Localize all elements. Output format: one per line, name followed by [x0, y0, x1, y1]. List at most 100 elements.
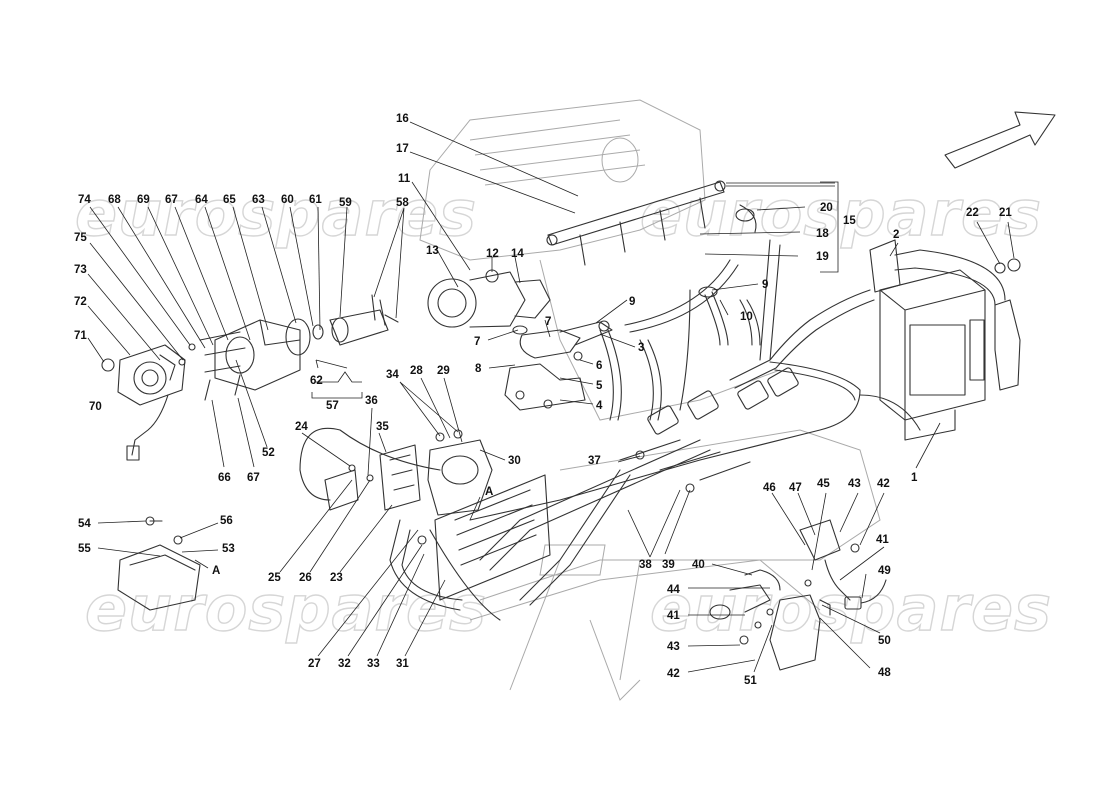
callout-36: 36: [365, 395, 378, 407]
bottom-right-sensors: [709, 519, 887, 671]
callout-41a: 41: [876, 534, 889, 546]
ecu-module: [869, 239, 1021, 441]
ignition-coils: [619, 367, 799, 493]
callout-14: 14: [511, 248, 524, 260]
callout-35: 35: [376, 421, 389, 433]
callout-68: 68: [108, 194, 121, 206]
group-bracket-57: [311, 392, 363, 399]
callout-21: 21: [999, 207, 1012, 219]
callout-12: 12: [486, 248, 499, 260]
callout-52: 52: [262, 447, 275, 459]
callout-34: 34: [386, 369, 399, 381]
callout-69: 69: [137, 194, 150, 206]
engine-block: [419, 99, 881, 701]
callout-9b: 9: [629, 296, 635, 308]
callout-47: 47: [789, 482, 802, 494]
callout-9a: 9: [762, 279, 768, 291]
left-sensor-assembly: [101, 294, 399, 461]
callout-18: 18: [816, 228, 829, 240]
idle-valve-group: [504, 320, 613, 411]
callout-55: 55: [78, 543, 91, 555]
callout-32: 32: [338, 658, 351, 670]
callout-38: 38: [639, 559, 652, 571]
callout-39: 39: [662, 559, 675, 571]
callout-8: 8: [475, 363, 482, 375]
view-marker-a-bracket-leader: [194, 559, 209, 569]
callout-44: 44: [667, 584, 680, 596]
callout-17: 17: [396, 143, 409, 155]
callout-60: 60: [281, 194, 294, 206]
callout-7a: 7: [474, 336, 480, 348]
callout-4: 4: [596, 400, 603, 412]
callout-71: 71: [74, 330, 87, 342]
callout-66: 66: [218, 472, 231, 484]
bracket-bottom-left: [117, 516, 201, 611]
direction-arrow-icon: [944, 111, 1056, 169]
view-marker-a-bracket: A: [212, 565, 220, 577]
callout-28: 28: [410, 365, 423, 377]
callout-33: 33: [367, 658, 380, 670]
callout-42b: 42: [667, 668, 680, 680]
callout-2: 2: [893, 229, 899, 241]
callout-48: 48: [878, 667, 891, 679]
callout-51: 51: [744, 675, 757, 687]
callout-63: 63: [252, 194, 265, 206]
callout-56: 56: [220, 515, 233, 527]
callout-31: 31: [396, 658, 409, 670]
callout-59: 59: [339, 197, 352, 209]
callout-50: 50: [878, 635, 891, 647]
callout-15: 15: [843, 215, 856, 227]
callout-41b: 41: [667, 610, 680, 622]
view-marker-a: A: [485, 486, 493, 498]
callout-19: 19: [816, 251, 829, 263]
callout-57: 57: [326, 400, 339, 412]
callout-30: 30: [508, 455, 521, 467]
callout-40: 40: [692, 559, 705, 571]
callout-70: 70: [89, 401, 102, 413]
callout-6: 6: [596, 360, 602, 372]
callout-1: 1: [911, 472, 918, 484]
callout-25: 25: [268, 572, 281, 584]
callout-72: 72: [74, 296, 87, 308]
callout-7b: 7: [545, 316, 551, 328]
callout-11: 11: [398, 173, 411, 185]
callout-49: 49: [878, 565, 891, 577]
watermarks: eurospares eurospares eurospares eurospa…: [74, 176, 1051, 645]
callout-46: 46: [763, 482, 776, 494]
callout-10: 10: [740, 311, 753, 323]
callout-16: 16: [396, 113, 409, 125]
callout-74: 74: [78, 194, 91, 206]
callout-26: 26: [299, 572, 312, 584]
callout-67a: 67: [165, 194, 178, 206]
callout-42a: 42: [877, 478, 890, 490]
callout-43b: 43: [667, 641, 680, 653]
callout-29: 29: [437, 365, 450, 377]
callout-13: 13: [426, 245, 439, 257]
callout-27: 27: [308, 658, 321, 670]
callout-58: 58: [396, 197, 409, 209]
callout-67b: 67: [247, 472, 260, 484]
fuel-rail: [546, 180, 757, 266]
callout-22: 22: [966, 207, 979, 219]
callout-64: 64: [195, 194, 208, 206]
callout-62: 62: [310, 375, 323, 387]
callout-24: 24: [295, 421, 308, 433]
wiring-harness: [299, 289, 921, 621]
callout-5: 5: [596, 380, 603, 392]
callout-37: 37: [588, 455, 601, 467]
watermark-top-right: eurospares: [640, 177, 1042, 250]
leader-lines: [87, 121, 1015, 673]
callout-54: 54: [78, 518, 91, 530]
callout-labels: 16 17 11 13 12 14 20 15 18 19 9 9 10 7 7…: [74, 113, 1012, 687]
callout-3: 3: [638, 342, 644, 354]
watermark-bottom-left: eurospares: [85, 572, 487, 645]
callout-45: 45: [817, 478, 830, 490]
callout-65: 65: [223, 194, 236, 206]
throttle-body: [427, 269, 551, 328]
callout-20: 20: [820, 202, 833, 214]
hoses: [599, 239, 781, 421]
callout-23: 23: [330, 572, 343, 584]
view-marker-a-leader: [469, 496, 481, 521]
control-unit-center: [324, 429, 551, 601]
